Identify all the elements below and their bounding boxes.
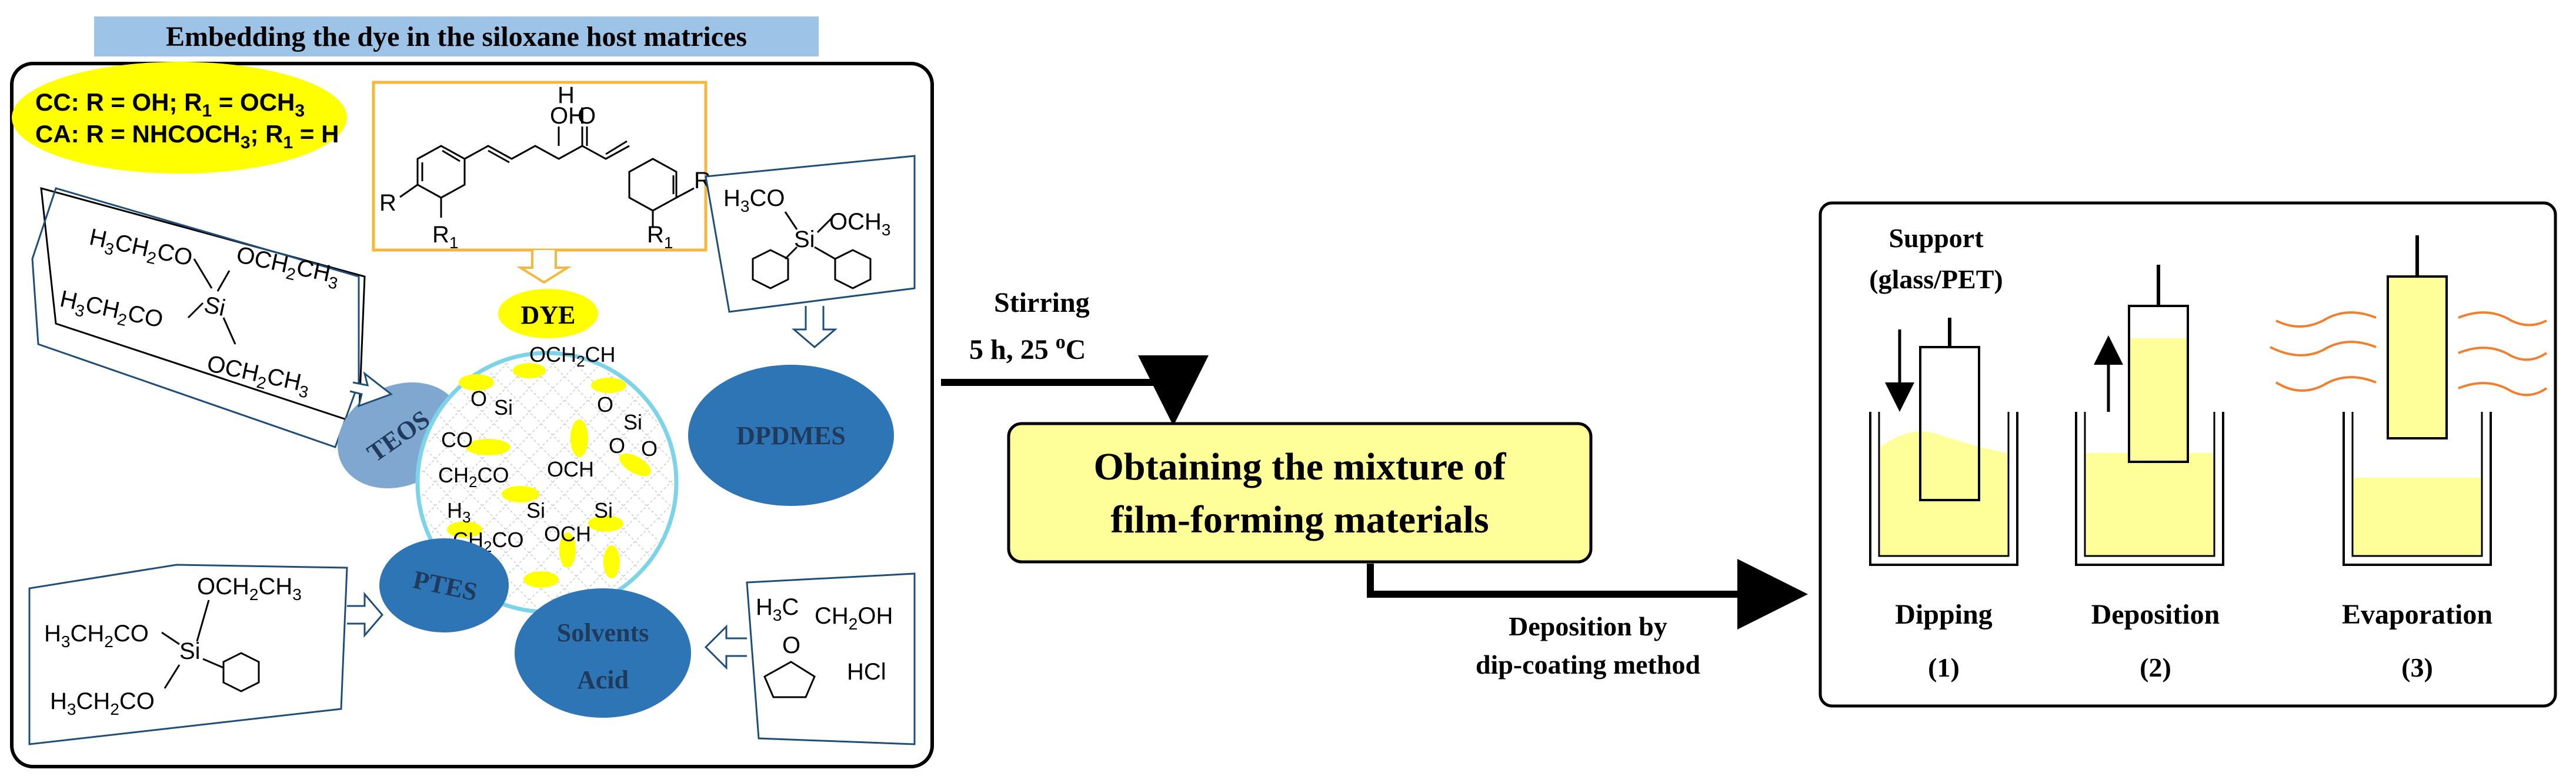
left-panel-frame	[10, 62, 934, 768]
ptes-arrow	[347, 591, 383, 638]
mixture-line-1: Obtaining the mixture of	[1094, 445, 1507, 488]
dpdmes-drawing	[752, 211, 872, 289]
title-banner: Embedding the dye in the siloxane host m…	[166, 21, 747, 52]
svg-text:H3CH2CO: H3CH2CO	[50, 688, 155, 718]
svg-text:O: O	[609, 434, 625, 458]
dye-o-label: O	[578, 103, 596, 129]
stirring-conditions: 5 h, 25 oC	[969, 331, 1086, 365]
svg-text:Si: Si	[794, 227, 815, 252]
svg-text:CO: CO	[441, 428, 473, 452]
svg-text:CH2OH: CH2OH	[815, 603, 893, 633]
step-1-number: (1)	[1928, 652, 1960, 682]
dpdmes-arrow	[791, 306, 838, 348]
dpdmes-box	[705, 155, 916, 313]
svg-text:O: O	[641, 437, 658, 461]
dye-ellipse	[498, 289, 598, 338]
stirring-label: Stirring	[994, 287, 1090, 318]
step-3-number: (3)	[2401, 652, 2433, 682]
svg-text:Si: Si	[623, 410, 642, 434]
svg-text:Si: Si	[526, 498, 545, 522]
step-3-name: Evaporation	[2342, 599, 2492, 630]
dye-r1-left: R1	[432, 222, 458, 252]
svg-text:HCl: HCl	[847, 659, 886, 685]
svg-text:Si: Si	[179, 638, 201, 664]
dye-arrow	[516, 250, 572, 284]
dye-structure-drawing	[399, 126, 695, 227]
evaporation-waves	[2270, 311, 2548, 397]
substituent-line-1: CC: R = OH; R1 = OCH3	[35, 88, 305, 121]
ptes-drawing	[161, 600, 260, 692]
mixture-box	[1007, 422, 1593, 564]
svg-text:Si: Si	[494, 395, 513, 419]
svg-text:OCH: OCH	[544, 522, 591, 546]
dpdmes-formula: H3CO OCH3 Si	[723, 185, 890, 252]
solvents-box	[746, 572, 916, 745]
dpdmes-ellipse	[688, 365, 894, 506]
substituent-ellipse	[12, 62, 347, 174]
support-line-2: (glass/PET)	[1869, 264, 2003, 294]
solvents-arrow	[704, 624, 747, 670]
svg-text:H3C: H3C	[756, 594, 799, 624]
svg-text:OCH3: OCH3	[829, 209, 890, 239]
teos-bonds	[187, 258, 236, 345]
svg-text:H3: H3	[447, 498, 471, 526]
stirring-arrow	[941, 355, 1209, 426]
deposition-arrow	[1367, 559, 1808, 630]
dpdmes-label: DPDMES	[736, 421, 846, 450]
thf-ring	[763, 661, 816, 698]
support-line-1: Support	[1888, 223, 1984, 253]
step-2-number: (2)	[2140, 652, 2171, 682]
svg-text:H3CO: H3CO	[723, 185, 785, 215]
beaker-dipping	[1869, 318, 2018, 566]
title-banner-bg	[94, 16, 819, 56]
dye-h-label: H	[558, 82, 575, 108]
teos-box-outline	[31, 187, 360, 448]
teos-arrow	[349, 371, 393, 408]
dye-r1-right: R1	[647, 222, 673, 252]
svg-text:CH2CO: CH2CO	[438, 463, 509, 491]
solvents-formula: H3C CH2OH O HCl	[756, 594, 893, 685]
mixture-line-2: film-forming materials	[1110, 498, 1489, 541]
deposition-line-2: dip-coating method	[1476, 650, 1701, 680]
substituent-line-2: CA: R = NHCOCH3; R1 = H	[35, 120, 339, 152]
dye-label: DYE	[521, 301, 576, 329]
dye-r-left: R	[379, 190, 396, 216]
ptes-formula: H3CH2CO OCH2CH3 Si H3CH2CO	[44, 574, 302, 718]
acid-label: Acid	[577, 665, 629, 694]
svg-text:OCH2CH: OCH2CH	[529, 342, 615, 370]
beaker-evaporation	[2343, 235, 2492, 566]
step-1-name: Dipping	[1895, 599, 1992, 630]
solvents-ellipse	[515, 588, 691, 718]
svg-text:OCH: OCH	[547, 457, 594, 481]
dye-oh-label: OH	[550, 103, 585, 129]
svg-text:Si: Si	[594, 498, 613, 522]
deposition-line-1: Deposition by	[1509, 611, 1667, 641]
step-2-name: Deposition	[2091, 599, 2220, 630]
svg-text:O: O	[471, 387, 487, 411]
svg-text:O: O	[782, 632, 800, 658]
ptes-ellipse	[379, 538, 509, 632]
beaker-deposition	[2075, 265, 2224, 566]
matrix-mesh	[421, 357, 673, 608]
solvents-label: Solvents	[557, 618, 649, 647]
svg-text:H3CH2CO: H3CH2CO	[44, 621, 149, 651]
svg-text:O: O	[597, 392, 613, 417]
matrix-dye-blobs	[447, 363, 651, 588]
ptes-box	[28, 564, 348, 745]
svg-text:OCH2CH3: OCH2CH3	[197, 574, 302, 604]
